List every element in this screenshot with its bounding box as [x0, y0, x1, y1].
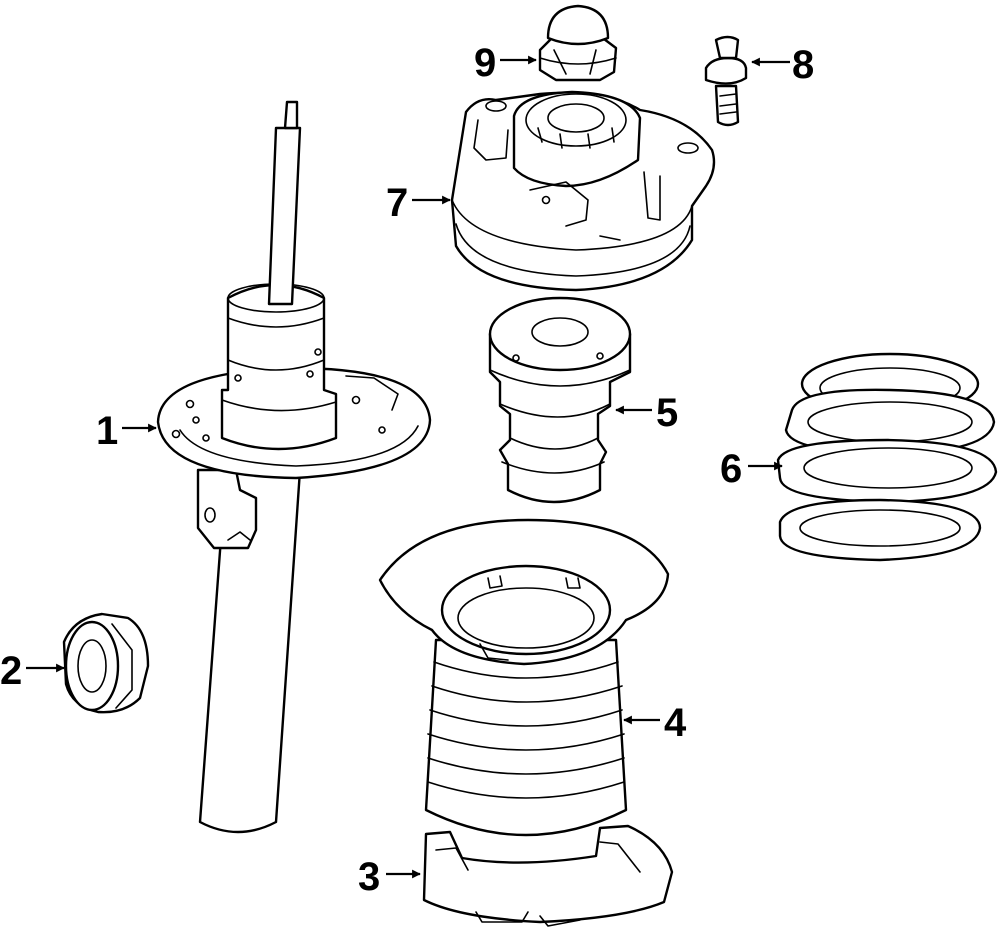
callout-1: 1	[96, 409, 118, 453]
part-6-coil-spring[interactable]	[776, 352, 998, 562]
callout-leaders	[26, 55, 790, 879]
callout-4: 4	[664, 701, 687, 745]
part-8-bolt[interactable]	[704, 35, 748, 127]
part-4-dust-boot[interactable]	[378, 518, 670, 837]
callout-2: 2	[0, 649, 22, 693]
callout-numbers: 1 2 3 4 5 6 7 8 9	[0, 41, 814, 899]
part-9-mount-nut[interactable]	[538, 4, 618, 82]
part-2-nut[interactable]	[62, 612, 150, 714]
callout-8: 8	[792, 43, 814, 87]
callout-9: 9	[474, 41, 496, 85]
part-1-strut-assembly[interactable]	[156, 100, 432, 834]
callout-3: 3	[358, 855, 380, 899]
callout-7: 7	[386, 181, 408, 225]
callout-5: 5	[656, 391, 678, 435]
part-5-bump-stop[interactable]	[488, 296, 632, 504]
callout-6: 6	[720, 447, 742, 491]
part-3-lower-spring-seat[interactable]	[422, 824, 674, 927]
part-7-strut-mount[interactable]	[450, 90, 716, 292]
